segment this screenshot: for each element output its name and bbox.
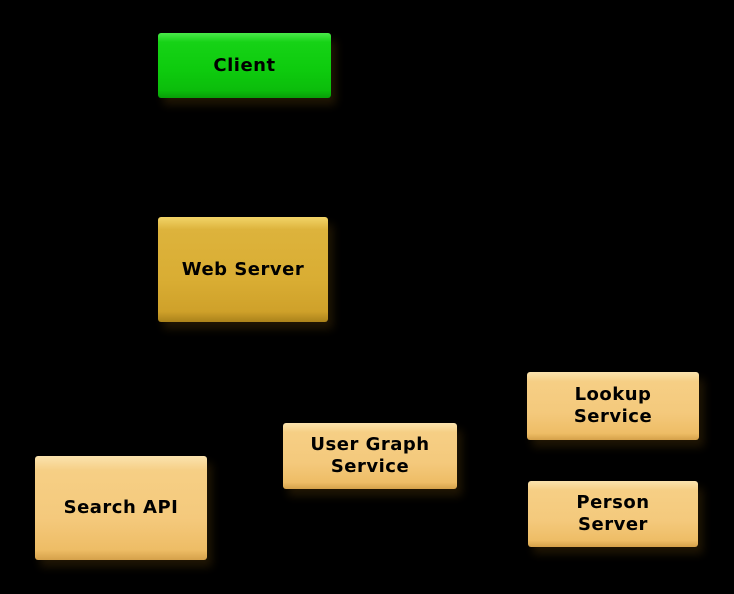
node-person-server-label: Person Server: [576, 492, 650, 535]
node-lookup-service: Lookup Service: [527, 372, 699, 440]
node-client-label: Client: [213, 54, 276, 76]
node-user-graph-service-label: User Graph Service: [310, 434, 430, 477]
node-web-server: Web Server: [158, 217, 328, 322]
node-search-api: Search API: [35, 456, 207, 560]
node-person-server: Person Server: [528, 481, 698, 547]
node-client: Client: [158, 33, 331, 98]
node-search-api-label: Search API: [63, 497, 179, 519]
node-user-graph-service: User Graph Service: [283, 423, 457, 489]
node-lookup-service-label: Lookup Service: [573, 384, 653, 427]
node-web-server-label: Web Server: [181, 258, 305, 280]
